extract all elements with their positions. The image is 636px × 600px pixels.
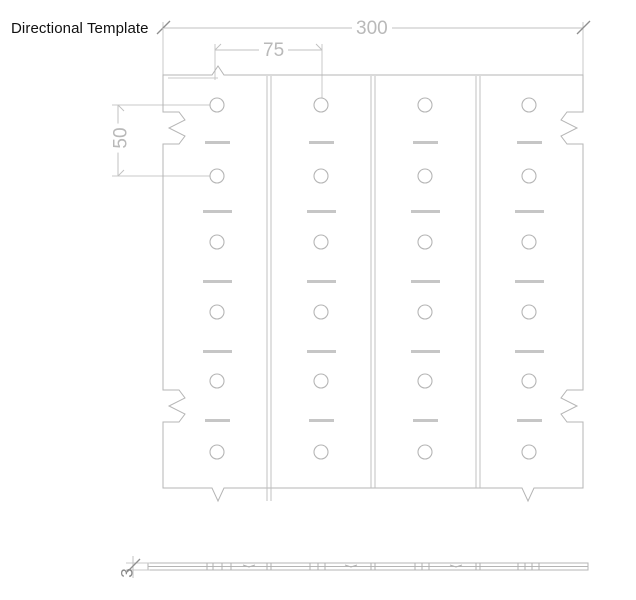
feature-column-3 bbox=[411, 97, 440, 460]
dimension-label-hole-spacing: 50 bbox=[110, 123, 133, 153]
feature-column-1 bbox=[203, 97, 232, 460]
dimension-label-column-spacing: 75 bbox=[259, 40, 289, 62]
side-edge-view bbox=[147, 562, 589, 571]
panel-outline bbox=[162, 65, 584, 503]
feature-column-4 bbox=[515, 97, 544, 460]
dimension-3 bbox=[126, 556, 150, 578]
title-leader bbox=[162, 28, 218, 79]
drawing-title: Directional Template bbox=[11, 20, 149, 37]
dimension-label-thickness: 3 bbox=[117, 568, 137, 578]
panel-dividers bbox=[266, 76, 481, 501]
feature-column-2 bbox=[307, 97, 336, 460]
dimension-label-overall-width: 300 bbox=[352, 18, 392, 40]
